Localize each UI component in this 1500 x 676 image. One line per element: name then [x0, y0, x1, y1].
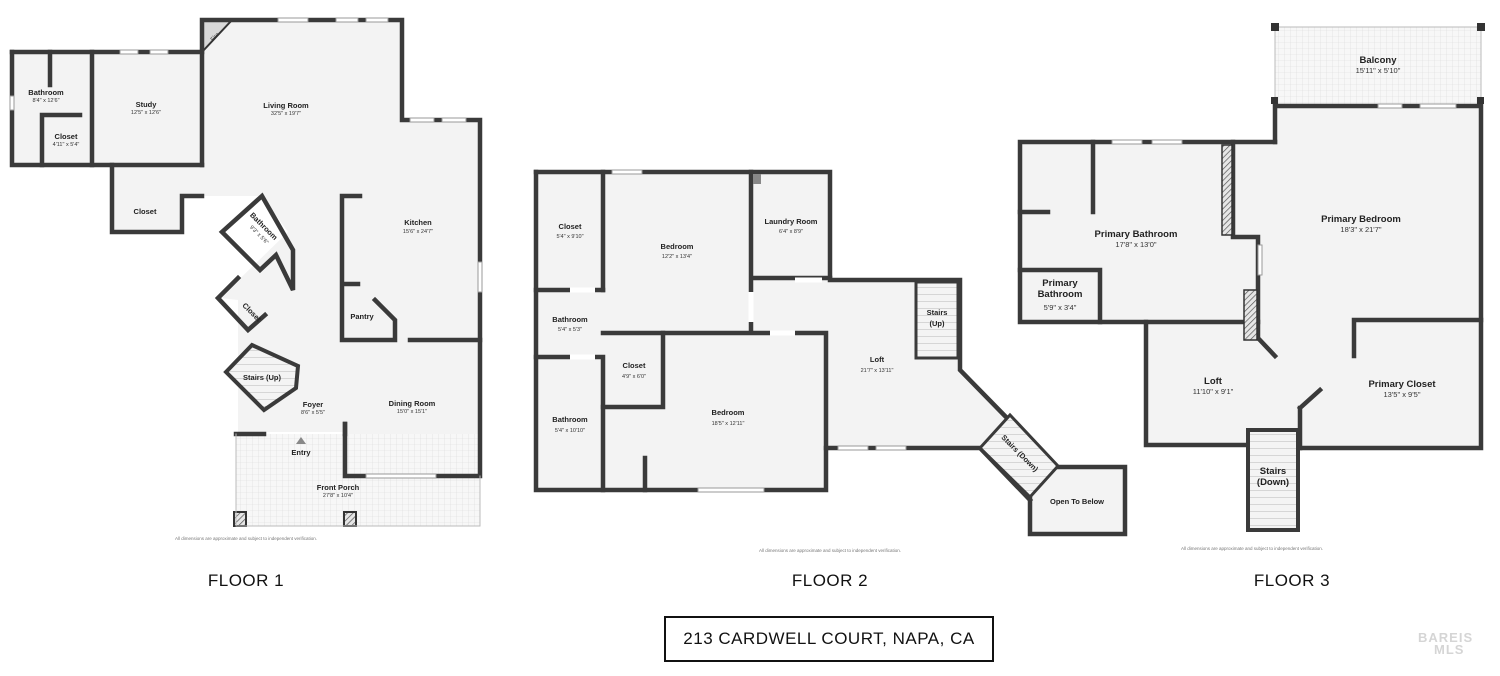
disclaimer: All dimensions are approximate and subje… — [759, 548, 901, 553]
stairs-up-floor1 — [223, 342, 301, 413]
room-name: Bathroom — [552, 315, 588, 324]
room-name: Study — [136, 100, 158, 109]
room-dims: 18'3" x 21'7" — [1340, 225, 1381, 234]
room-name: Loft — [870, 355, 885, 364]
room-dims: 6'4" x 8'9" — [779, 229, 803, 235]
room-name: Primary Closet — [1368, 379, 1436, 390]
entry-arrow-icon — [296, 437, 306, 444]
bareis-mls-logo: BAREIS MLS — [1418, 630, 1492, 664]
room-name: Laundry Room — [765, 217, 818, 226]
stairs-down-floor3 — [1246, 428, 1300, 532]
room-dims: 17'8" x 13'0" — [1115, 240, 1156, 249]
floor-2-label: FLOOR 2 — [792, 571, 868, 590]
room-dims: 8'6" x 5'5" — [301, 410, 325, 416]
room-dims: 15'0" x 15'1" — [397, 409, 427, 415]
room-dims: 15'6" x 24'7" — [403, 229, 433, 235]
disclaimer: All dimensions are approximate and subje… — [1181, 546, 1323, 551]
room-name: Bedroom — [661, 242, 694, 251]
room-name: Closet — [134, 207, 157, 216]
room-dims: 4'11" x 5'4" — [53, 142, 80, 148]
room-name: Bathroom — [28, 88, 64, 97]
room-name: Bathroom — [552, 415, 588, 424]
room-name: Primary Bathroom — [1095, 229, 1178, 240]
room-name: Closet — [623, 361, 646, 370]
room-dims: 11'10" x 9'1" — [1193, 387, 1234, 396]
logo-line-2: MLS — [1434, 642, 1465, 657]
floor-3-label: FLOOR 3 — [1254, 571, 1330, 590]
room-dims: 12'2" x 13'4" — [662, 254, 692, 260]
address-text: 213 CARDWELL COURT, NAPA, CA — [683, 629, 975, 648]
room-dims: 13'5" x 9'5" — [1384, 390, 1421, 399]
room-name: Front Porch — [317, 483, 360, 492]
room-name: Loft — [1204, 376, 1223, 387]
room-name: Bedroom — [712, 408, 745, 417]
room-name: Open To Below — [1050, 497, 1104, 506]
room-dims: 5'4" x 5'3" — [558, 327, 582, 333]
balcony-floor — [1275, 27, 1481, 106]
room-name: Pantry — [350, 312, 374, 321]
room-dims: 5'4" x 10'10" — [555, 428, 585, 434]
fireplace-label: Fire — [210, 32, 221, 43]
room-name: Stairs (Up) — [243, 373, 281, 382]
logo-line-1: BAREIS — [1418, 630, 1474, 645]
room-name: Stairs(Down) — [1257, 466, 1289, 488]
room-dims: 32'5" x 19'7" — [271, 111, 301, 117]
room-dims: 18'5" x 12'11" — [712, 421, 745, 427]
room-dims: 15'11" x 5'10" — [1356, 66, 1401, 75]
floor-2-plan: Closet 5'4" x 9'10" Bedroom 12'2" x 13'4… — [533, 169, 1128, 553]
room-name: Kitchen — [404, 218, 432, 227]
room-dims: 8'4" x 12'6" — [32, 98, 59, 104]
room-name: Entry — [291, 448, 311, 457]
floor-1-plan: Bathroom 8'4" x 12'6" Closet 4'11" x 5'4… — [9, 17, 483, 541]
floor-3-plan: Balcony 15'11" x 5'10" Primary Bedroom 1… — [1017, 23, 1485, 551]
room-name: Stairs(Up) — [927, 308, 948, 328]
room-dims: 12'5" x 12'6" — [131, 110, 161, 116]
room-dims: 21'7" x 13'11" — [861, 368, 894, 374]
room-name: Primary Bedroom — [1321, 214, 1401, 225]
room-dims: 5'4" x 9'10" — [556, 234, 583, 240]
front-porch-floor — [236, 434, 480, 526]
room-name: Living Room — [263, 101, 309, 110]
floor-1-label: FLOOR 1 — [208, 571, 284, 590]
room-dims: 4'9" x 6'0" — [622, 374, 646, 380]
room-name: Foyer — [303, 400, 324, 409]
room-name: Closet — [559, 222, 582, 231]
disclaimer: All dimensions are approximate and subje… — [175, 536, 317, 541]
room-name: Closet — [55, 132, 78, 141]
room-name: Balcony — [1360, 55, 1398, 66]
room-dims: 27'8" x 10'4" — [323, 493, 353, 499]
address-banner: 213 CARDWELL COURT, NAPA, CA — [664, 616, 994, 662]
room-name: Dining Room — [389, 399, 436, 408]
room-dims: 5'9" x 3'4" — [1044, 303, 1077, 312]
stairs-up-floor2 — [914, 280, 960, 360]
porch-column-right — [343, 511, 357, 527]
